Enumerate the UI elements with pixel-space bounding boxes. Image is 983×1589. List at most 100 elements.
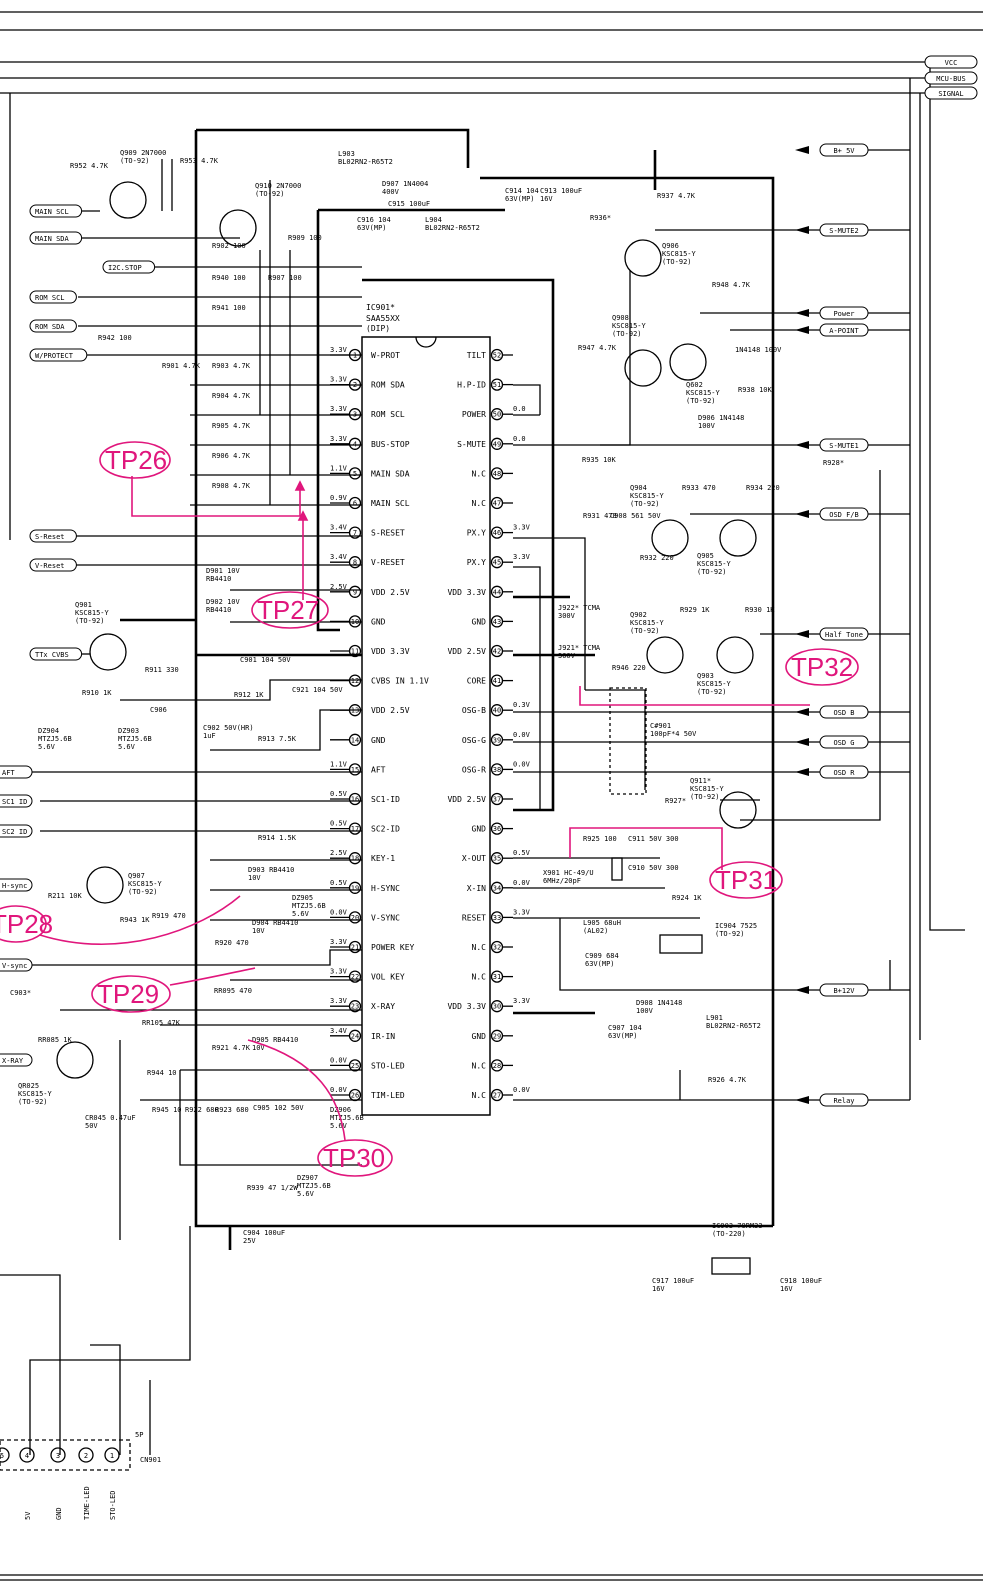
ic-pin-circle	[490, 408, 504, 421]
ic-pin-voltage: 1.1V	[330, 464, 348, 472]
left-port-box	[29, 231, 83, 245]
ic-pin-name: N.C	[472, 1061, 487, 1070]
ic-pin-name: VDD 2.5V	[371, 706, 410, 715]
test-point-label: TP26	[105, 445, 167, 475]
ic-pin-name: V-RESET	[371, 558, 405, 567]
ic-pin-number: 19	[351, 884, 359, 892]
left-port-label: S-Reset	[35, 533, 65, 541]
test-point-outline	[99, 441, 171, 479]
q907-transistor	[86, 866, 124, 904]
bus-label-box	[924, 71, 978, 85]
part-label: R919 470	[152, 912, 186, 920]
part-label: R929 1K	[680, 606, 710, 614]
ic-pin-number: 51	[493, 381, 501, 389]
ic-pin-number: 31	[493, 973, 501, 981]
part-label: R953 4.7K	[180, 157, 219, 165]
ic-pin-number: 42	[493, 648, 501, 656]
arrow-icon	[795, 441, 809, 449]
arrow-icon	[795, 1096, 809, 1104]
left-port-label: MAIN SDA	[35, 235, 70, 243]
bus-label: SIGNAL	[938, 90, 963, 98]
ic-pin-circle	[490, 792, 504, 806]
left-edge-label: X-RAY	[2, 1057, 24, 1065]
ic-pin-name: TIM-LED	[371, 1091, 405, 1100]
ic-pin-circle	[490, 437, 504, 450]
part-label: C915 100uF	[388, 200, 430, 208]
part-label: R932 220	[640, 554, 674, 562]
part-label: C908 561 50V	[610, 512, 661, 520]
part-label: R910 1K	[82, 689, 112, 697]
connector-pin-label: TIME-LED	[83, 1486, 91, 1520]
ic-pin-voltage: 0.5V	[330, 820, 348, 828]
ic-pin-name: GND	[371, 617, 386, 626]
ic-pin-voltage: 0.5V	[330, 879, 348, 887]
ic-pin-circle	[348, 911, 362, 924]
ic-pin-number: 12	[351, 677, 359, 685]
ic-pin-number: 7	[353, 529, 357, 537]
ic-pin-circle	[490, 496, 504, 510]
ic-pin-circle	[490, 763, 504, 776]
ic-pin-number: 44	[493, 588, 501, 596]
ic-pin-circle	[490, 615, 504, 628]
ic-pin-circle	[348, 733, 362, 746]
ic-pin-number: 23	[351, 1003, 359, 1011]
ic-pin-name: N.C	[472, 469, 487, 478]
right-port-label: S-MUTE1	[829, 442, 859, 450]
part-label: R211 10K	[48, 892, 83, 900]
part-label: R939 47 1/2W	[247, 1184, 298, 1192]
arrow-icon	[795, 768, 809, 776]
part-label: R945 10	[152, 1106, 182, 1114]
right-port-label: OSD G	[833, 739, 854, 747]
left-edge-box	[0, 878, 33, 892]
ic-pin-voltage: 3.3V	[513, 997, 531, 1005]
left-port-box	[29, 529, 77, 543]
ic-pin-number: 21	[351, 944, 359, 952]
part-label: RR095 470	[214, 987, 252, 995]
part-label: R935 10K	[582, 456, 617, 464]
q906-transistor	[624, 239, 662, 277]
ic-pin-voltage: 3.3V	[330, 405, 348, 413]
left-port-box	[29, 647, 83, 661]
ic-pin-name: X-OUT	[462, 854, 486, 863]
ic-pin-name: VOL KEY	[371, 973, 405, 982]
test-point-label: TP31	[715, 865, 777, 895]
ic-pin-circle	[348, 1000, 362, 1013]
ic-pin-voltage: 3.3V	[330, 346, 348, 354]
ic-pin-circle	[348, 1029, 362, 1042]
ic-pin-number: 37	[493, 796, 501, 804]
ic-pin-number: 50	[493, 411, 501, 419]
part-label: IC904 7525(TO-92)	[715, 922, 757, 938]
q905-transistor	[719, 519, 757, 557]
part-label: C910 50V 300	[628, 864, 679, 872]
part-label: R937 4.7K	[657, 192, 696, 200]
ic-pin-number: 26	[351, 1092, 359, 1100]
left-port-box	[29, 319, 77, 333]
ic-pin-name: S-RESET	[371, 529, 405, 538]
part-label: C911 50V 300	[628, 835, 679, 843]
connector-pin-number: 4	[25, 1452, 29, 1460]
ic-pin-number: 11	[351, 648, 359, 656]
ic-pin-number: 30	[493, 1003, 501, 1011]
ic-pin-name: GND	[472, 1032, 487, 1041]
arrow-icon	[795, 226, 809, 234]
part-label: R952 4.7K	[70, 162, 109, 170]
ic-pin-name: VDD 2.5V	[447, 647, 486, 656]
ic-pin-name: VDD 2.5V	[447, 795, 486, 804]
connector-pin	[0, 1447, 10, 1463]
left-edge-label: SC2 ID	[2, 828, 27, 836]
ic-pin-circle	[348, 585, 362, 598]
ic-pin-number: 41	[493, 677, 501, 685]
